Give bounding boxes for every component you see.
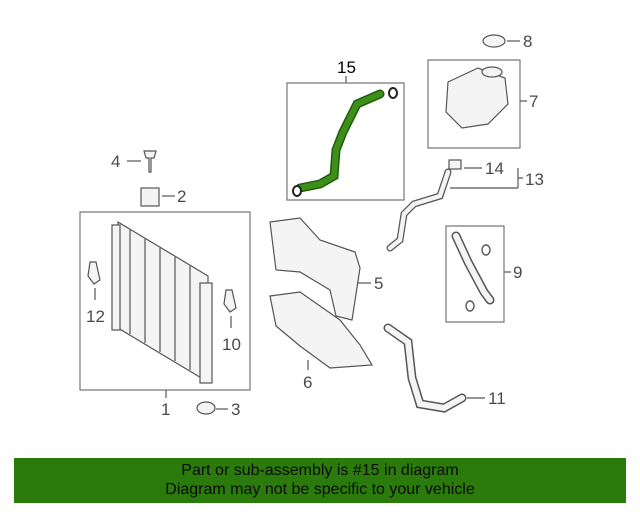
callout-5: 5	[374, 274, 383, 293]
part-4-shape	[143, 150, 157, 173]
hose-o-ring-top	[388, 87, 398, 99]
part-6-shape	[269, 291, 374, 369]
part-13-hose	[387, 169, 451, 251]
reservoir-cap	[481, 66, 503, 78]
callout-15: 15	[337, 58, 356, 77]
part-11-group[interactable]: 11	[383, 323, 506, 413]
callout-12: 12	[86, 307, 105, 326]
part-6-group[interactable]: 6	[269, 291, 374, 392]
bracket-10-part	[223, 289, 237, 313]
part-5-group[interactable]: 5	[269, 217, 383, 321]
part-11-hose	[385, 325, 465, 412]
part-14-shape	[448, 159, 462, 170]
info-banner: Part or sub-assembly is #15 in diagram D…	[14, 458, 626, 503]
callout-10: 10	[222, 335, 241, 354]
part-14-group[interactable]: 14	[448, 159, 504, 178]
callout-7: 7	[529, 92, 538, 111]
part-13-group[interactable]: 13	[386, 168, 544, 252]
part-9-o-ring	[465, 300, 475, 312]
callout-13: 13	[525, 170, 544, 189]
highlighted-hose[interactable]	[297, 91, 383, 191]
callout-6: 6	[303, 373, 312, 392]
part-9-o-ring	[481, 244, 491, 256]
callout-4: 4	[111, 152, 120, 171]
part-7-group[interactable]: 7	[427, 59, 538, 149]
part-8-shape	[482, 34, 506, 48]
part-4-group[interactable]: 4	[111, 150, 157, 173]
part-15-box	[286, 82, 405, 201]
part-9-hose	[453, 233, 493, 303]
callout-14: 14	[485, 159, 504, 178]
callout-9: 9	[513, 263, 522, 282]
part-5-shape	[269, 217, 361, 321]
parts-diagram: 15 1 12 10 2 4	[79, 32, 544, 419]
bracket-12-part	[87, 261, 101, 285]
part-15-group[interactable]: 15	[286, 58, 405, 201]
banner-line-1: Part or sub-assembly is #15 in diagram	[181, 462, 459, 479]
callout-2: 2	[177, 187, 186, 206]
part-3-shape	[196, 401, 216, 415]
part-8-group[interactable]: 8	[482, 32, 532, 51]
radiator-group[interactable]: 1 12 10	[79, 211, 251, 419]
part-11-hose-outline	[383, 323, 467, 413]
part-3-group[interactable]: 3	[196, 400, 240, 419]
radiator-left-tank	[111, 224, 121, 331]
hose-o-ring-bottom	[292, 185, 302, 197]
part-9-group[interactable]: 9	[445, 225, 522, 323]
callout-8: 8	[523, 32, 532, 51]
banner-line-2: Diagram may not be specific to your vehi…	[165, 481, 475, 498]
part-2-shape	[140, 187, 160, 207]
radiator-right-tank	[199, 282, 213, 384]
callout-1: 1	[161, 400, 170, 419]
part-2-group[interactable]: 2	[140, 187, 186, 207]
callout-3: 3	[231, 400, 240, 419]
callout-11: 11	[488, 389, 506, 408]
